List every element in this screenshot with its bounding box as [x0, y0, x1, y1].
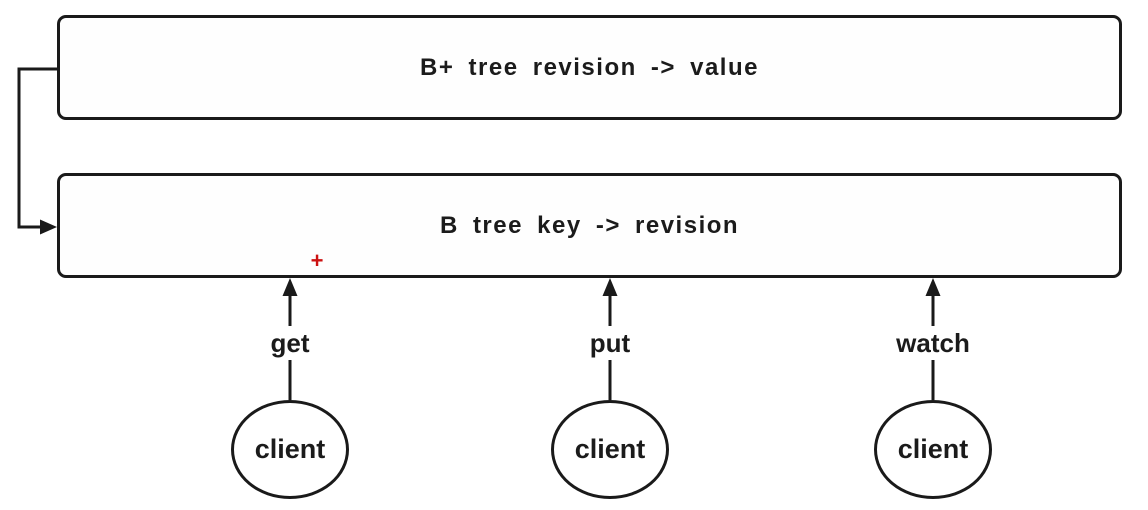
node-client-get[interactable]: client [231, 400, 349, 499]
node-client-put[interactable]: client [551, 400, 669, 499]
node-btree-label: B tree key -> revision [439, 211, 740, 239]
client-label: client [254, 434, 326, 464]
node-client-watch[interactable]: client [874, 400, 992, 499]
connector-arrowhead-icon [40, 219, 57, 235]
client-label: client [574, 434, 646, 464]
edge-label-watch: watch [878, 326, 988, 360]
node-bplus-tree-box[interactable]: B+ tree revision -> value [57, 15, 1122, 120]
connector-top-to-middle [17, 67, 57, 229]
node-btree-box[interactable]: B tree key -> revision [57, 173, 1122, 278]
arrow-get-head-icon [282, 278, 298, 296]
client-label: client [897, 434, 969, 464]
cursor-plus-marker: + [310, 248, 324, 273]
edge-label-put: put [555, 326, 665, 360]
edge-label-get: get [235, 326, 345, 360]
arrow-put-head-icon [602, 278, 618, 296]
arrow-watch-head-icon [925, 278, 941, 296]
node-bplus-tree-label: B+ tree revision -> value [420, 53, 759, 81]
